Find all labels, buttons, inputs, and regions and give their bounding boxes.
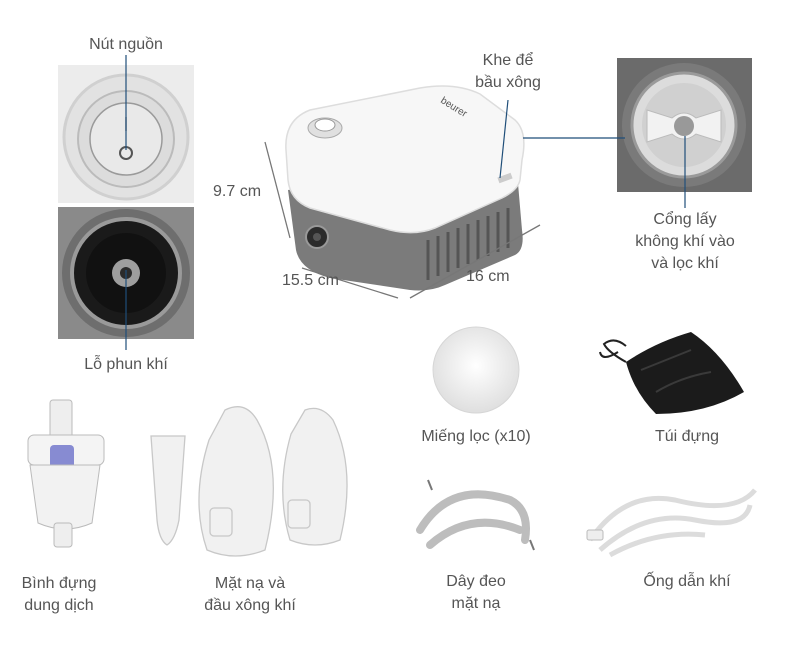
depth-dimension-label: 16 cm	[466, 268, 510, 285]
air-intake-label: Cổng lấy không khí vào và lọc khí	[635, 211, 735, 272]
width-dimension-label: 15.5 cm	[282, 272, 339, 289]
height-dimension-label: 9.7 cm	[213, 183, 262, 200]
nebulizer-device: beurer	[270, 80, 535, 295]
medicine-cup-label: Bình đựng dung dịch	[21, 575, 97, 614]
strap-label: Dây đeo mặt nạ	[446, 573, 506, 612]
bag-label: Túi đựng	[654, 428, 720, 445]
nebulizer-slot-label: Khe để bầu xông	[475, 52, 541, 91]
air-outlet-photo	[58, 207, 194, 339]
tube-label: Ống dẫn khí	[643, 573, 731, 590]
air-outlet-label: Lỗ phun khí	[84, 356, 168, 373]
air-intake-photo	[617, 58, 752, 192]
filter-pad-image	[428, 325, 523, 415]
filters-label: Miếng lọc (x10)	[421, 428, 531, 445]
masks-image	[145, 400, 360, 565]
masks-label: Mặt nạ và đầu xông khí	[204, 575, 296, 614]
power-button-label: Nút nguồn	[89, 36, 163, 53]
storage-bag-image	[596, 322, 746, 417]
air-tube-image	[585, 470, 760, 560]
mask-strap-image	[410, 470, 540, 560]
medicine-cup-image	[20, 395, 110, 550]
